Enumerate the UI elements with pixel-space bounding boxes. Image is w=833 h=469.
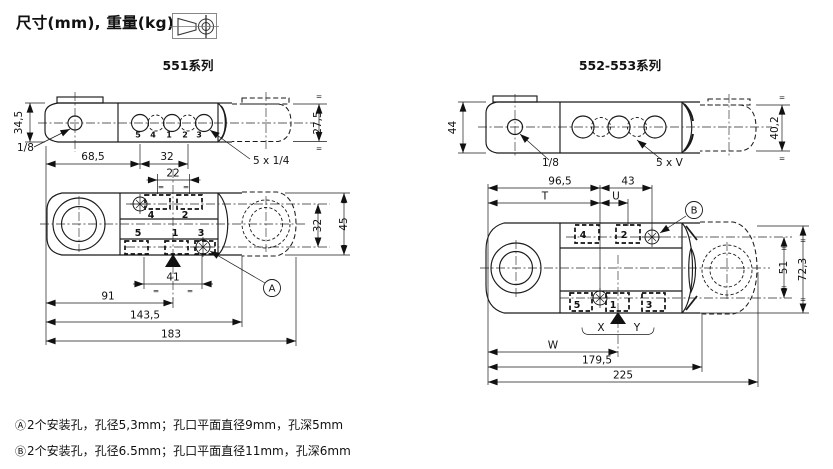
symmetry-mark: = xyxy=(187,287,193,296)
symmetry-mark: = xyxy=(781,283,787,292)
dim-41: 41 xyxy=(166,272,179,284)
ports-label-5x14: 5 x 1/4 xyxy=(253,155,290,167)
port-label-1: 1 xyxy=(610,300,617,311)
port-label-3: 3 xyxy=(646,300,653,311)
symmetry-mark: = xyxy=(779,93,785,102)
symmetry-mark: = xyxy=(341,198,347,207)
dim-40-2: 40,2 xyxy=(769,116,781,139)
pilot-hole xyxy=(506,118,524,136)
series-551-heading: 551系列 xyxy=(162,58,214,73)
footnote-a-text: 2个安装孔，孔径5,3mm；孔口平面直径9mm，孔深5mm xyxy=(27,418,344,432)
dim-45: 45 xyxy=(338,217,350,230)
symmetry-mark: = xyxy=(800,295,806,304)
port-label-2: 2 xyxy=(621,230,628,241)
hole-label-3: 3 xyxy=(196,131,202,140)
hole-label-2: 2 xyxy=(182,131,188,140)
dim-143-5: 143,5 xyxy=(130,310,160,322)
port-label-1: 1 xyxy=(172,228,179,239)
port-label-4: 4 xyxy=(580,230,587,241)
dim-32-top: 32 xyxy=(160,151,173,163)
symmetry-mark: = xyxy=(316,92,322,101)
thread-label-1-8: 1/8 xyxy=(542,157,559,169)
series-552-heading: 552-553系列 xyxy=(578,58,662,73)
symmetry-mark: = xyxy=(315,207,321,216)
body-left-cap xyxy=(485,101,560,154)
xy-bracket xyxy=(581,327,655,335)
hole-label-1: 1 xyxy=(166,131,172,140)
drawing-551-front-view: 4 2 5 1 3 22 = = 41 xyxy=(40,168,350,346)
callout-b: B xyxy=(691,206,698,217)
symmetry-mark: = xyxy=(158,183,164,192)
dim-225: 225 xyxy=(613,370,633,382)
drawing-551-top-view: 5 4 1 2 3 34,5 27,5 = = 1/8 xyxy=(13,92,327,345)
hole-label-4: 4 xyxy=(150,131,156,140)
projection-symbol-icon xyxy=(170,13,219,39)
drawing-551: 5 4 1 2 3 34,5 27,5 = = 1/8 xyxy=(13,92,350,346)
ports-label-5xv: 5 x V xyxy=(656,157,684,169)
dashed-extension xyxy=(700,104,757,152)
dim-u: U xyxy=(612,191,620,203)
symmetry-mark: = xyxy=(779,154,785,163)
pilot-hole xyxy=(67,115,83,131)
thread-label-1-8: 1/8 xyxy=(17,142,34,154)
drawing-552: 44 40,2 = = 1/8 5 x V xyxy=(447,93,809,387)
flow-arrow xyxy=(165,254,181,267)
footnote-a: Ⓐ2个安装孔，孔径5,3mm；孔口平面直径9mm，孔深5mm xyxy=(15,416,343,433)
symmetry-mark: = xyxy=(153,287,159,296)
end-cap-curve xyxy=(681,101,693,154)
hole-label-5: 5 xyxy=(135,131,141,140)
symmetry-mark: = xyxy=(315,235,321,244)
dim-179-5: 179,5 xyxy=(582,355,612,367)
dim-34-5: 34,5 xyxy=(13,111,25,134)
port-label-5: 5 xyxy=(574,300,581,311)
callout-a: A xyxy=(269,284,276,295)
page-title: 尺寸(mm), 重量(kg) xyxy=(16,14,175,32)
symmetry-mark: = xyxy=(341,242,347,251)
dashed-end xyxy=(242,191,297,257)
dashed-extension xyxy=(232,103,292,143)
dim-91: 91 xyxy=(101,291,114,303)
footnote-b-marker: Ⓑ xyxy=(15,445,26,458)
symmetry-mark: = xyxy=(183,183,189,192)
dim-32-front: 32 xyxy=(312,219,324,232)
port-label-5: 5 xyxy=(135,228,142,239)
symmetry-mark: = xyxy=(316,144,322,153)
port-label-3: 3 xyxy=(198,228,205,239)
dim-183: 183 xyxy=(161,329,181,341)
dim-72-3: 72,3 xyxy=(797,258,809,281)
port-label-2: 2 xyxy=(182,210,189,221)
dim-51: 51 xyxy=(778,261,790,274)
dim-t: T xyxy=(541,191,549,203)
flow-arrow xyxy=(610,312,626,324)
top-tab xyxy=(56,96,104,104)
drawing-552-front-view: 4 2 5 1 3 96,5 43 T U xyxy=(480,176,809,387)
dim-y: Y xyxy=(633,322,641,334)
port-label-4: 4 xyxy=(148,210,155,221)
dim-96-5: 96,5 xyxy=(548,176,571,188)
dim-22: 22 xyxy=(166,168,179,180)
dim-27-5: 27,5 xyxy=(312,111,324,134)
dim-x: X xyxy=(597,322,604,334)
dim-w: W xyxy=(548,340,559,352)
footnote-a-marker: Ⓐ xyxy=(15,419,26,432)
dim-44: 44 xyxy=(447,121,459,135)
drawing-552-top-view: 44 40,2 = = 1/8 5 x V xyxy=(447,93,790,169)
footnote-b: Ⓑ2个安装孔，孔径6.5mm；孔口平面直径11mm，孔深6mm xyxy=(15,442,351,459)
footnote-b-text: 2个安装孔，孔径6.5mm；孔口平面直径11mm，孔深6mm xyxy=(27,444,351,458)
body-left-cap xyxy=(44,102,118,143)
symmetry-mark: = xyxy=(800,236,806,245)
dim-68-5: 68,5 xyxy=(81,151,104,163)
dim-43: 43 xyxy=(621,176,634,188)
symmetry-mark: = xyxy=(781,244,787,253)
